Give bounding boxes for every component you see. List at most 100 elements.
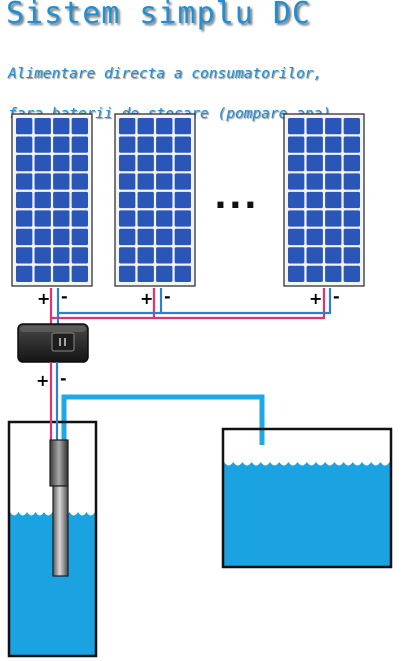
panel-cell <box>119 228 136 246</box>
submersible-pump <box>49 439 69 577</box>
panel-cell <box>343 118 360 135</box>
panel-cell <box>174 173 191 190</box>
panel-cell <box>343 228 360 246</box>
water-pipe <box>61 394 265 445</box>
tank-water-surface <box>224 454 393 466</box>
panel-cell <box>119 173 136 190</box>
panel-cell <box>174 247 191 264</box>
solar-panel-3 <box>283 113 365 287</box>
panel-cell <box>306 228 323 246</box>
well-outline <box>7 420 98 658</box>
panel-cell <box>53 154 70 172</box>
controller-minus-label: - <box>60 369 67 388</box>
panel-cell <box>119 154 136 172</box>
panel-cell <box>137 265 154 282</box>
panel-cell <box>34 191 51 209</box>
panel-cell <box>16 118 33 135</box>
panel-cell <box>343 210 360 227</box>
panel-cell <box>325 247 342 264</box>
panel-cell <box>137 247 154 264</box>
panel-2-plus-label: + <box>140 289 153 308</box>
page-title: Sistem simplu DC <box>6 0 311 31</box>
panel-cell <box>137 136 154 153</box>
tank-water <box>224 462 390 566</box>
positive-wire-bus <box>49 288 326 320</box>
panel-cell <box>325 210 342 227</box>
panel-cell <box>16 265 33 282</box>
panel-2-minus-label: - <box>164 287 171 306</box>
panel-cell <box>16 136 33 153</box>
panel-cell <box>16 173 33 190</box>
panel-cell <box>325 136 342 153</box>
panel-cell <box>34 265 51 282</box>
panel-cell <box>34 136 51 153</box>
panel-cell <box>53 228 70 246</box>
panel-cell <box>343 136 360 153</box>
panel-cell <box>137 228 154 246</box>
panel-wiring <box>49 288 332 326</box>
panel-cell <box>34 118 51 135</box>
panel-cell <box>288 265 305 282</box>
panel-cell <box>156 265 173 282</box>
panel-cell <box>137 210 154 227</box>
panel-cell <box>174 118 191 135</box>
panel-cell <box>288 173 305 190</box>
panel-cell <box>119 118 136 135</box>
panel-cell <box>156 136 173 153</box>
panel-cell <box>156 118 173 135</box>
panel-cell <box>53 173 70 190</box>
panel-cell <box>16 154 33 172</box>
panel-cell <box>53 210 70 227</box>
panel-cell <box>343 154 360 172</box>
panel-cell <box>53 247 70 264</box>
solar-panel-1 <box>11 113 93 287</box>
panel-cell <box>306 265 323 282</box>
panel-cell <box>137 118 154 135</box>
panel-cell <box>71 247 88 264</box>
controller-display <box>51 332 75 352</box>
more-panels-ellipsis: ... <box>214 177 259 217</box>
panel-cell <box>34 173 51 190</box>
controller-plus-label: + <box>36 371 49 390</box>
panel-cell <box>34 247 51 264</box>
panel-cell <box>156 173 173 190</box>
panel-cell <box>119 136 136 153</box>
panel-cell <box>306 173 323 190</box>
panel-cell <box>137 191 154 209</box>
panel-cell <box>53 191 70 209</box>
panel-cell <box>16 228 33 246</box>
panel-cell <box>174 191 191 209</box>
subtitle-line-1: Alimentare directa a consumatorilor, <box>8 66 323 82</box>
panel-cell <box>34 210 51 227</box>
panel-cell <box>288 118 305 135</box>
panel-cell <box>306 118 323 135</box>
panel-cell <box>119 191 136 209</box>
panel-cell <box>53 265 70 282</box>
panel-cell <box>325 173 342 190</box>
panel-cell <box>288 154 305 172</box>
controller-box <box>17 323 89 363</box>
panel-cell <box>71 173 88 190</box>
panel-cell <box>119 210 136 227</box>
panel-cell <box>34 228 51 246</box>
panel-cell <box>34 154 51 172</box>
panel-cell <box>156 154 173 172</box>
negative-wire-bus <box>56 288 332 315</box>
panel-cell <box>343 265 360 282</box>
panel-cell <box>325 154 342 172</box>
panel-cell <box>71 154 88 172</box>
panel-cell <box>343 173 360 190</box>
panel-cell <box>288 210 305 227</box>
panel-cell <box>306 136 323 153</box>
panel-cell <box>71 191 88 209</box>
panel-cell <box>325 118 342 135</box>
panel-cell <box>325 228 342 246</box>
panel-cell <box>343 191 360 209</box>
panel-cell <box>156 228 173 246</box>
panel-cell <box>288 191 305 209</box>
panel-cell <box>16 210 33 227</box>
panel-cell <box>71 228 88 246</box>
panel-cell <box>306 247 323 264</box>
panel-1-minus-label: - <box>61 287 68 306</box>
